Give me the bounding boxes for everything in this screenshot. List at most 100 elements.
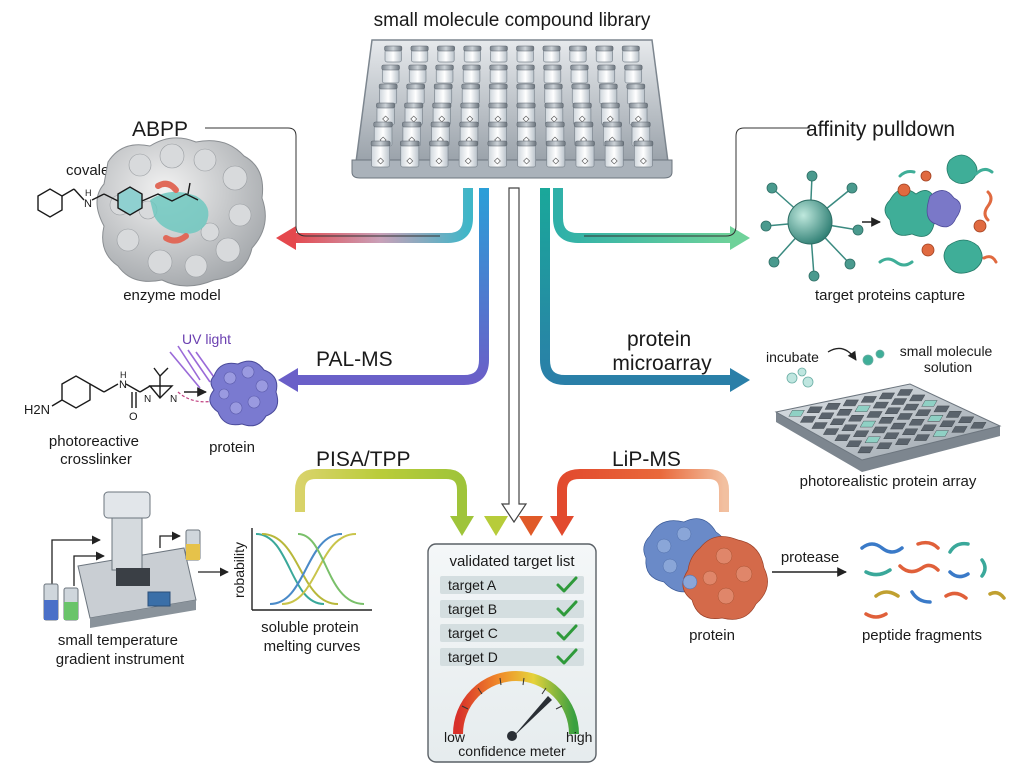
vial — [516, 45, 535, 63]
instrument-head — [103, 491, 151, 519]
vial — [399, 140, 420, 168]
abpp-leader-line — [205, 127, 440, 237]
binding-pocket-red — [155, 180, 189, 244]
crosslinker-molecule — [51, 367, 174, 409]
array-well — [927, 415, 944, 422]
vial — [624, 64, 643, 84]
target-row: target A — [440, 576, 584, 594]
vial — [489, 45, 508, 63]
array-well — [933, 405, 950, 413]
vial — [543, 83, 563, 105]
array-well — [958, 416, 975, 424]
abpp-title: ABPP — [132, 118, 188, 141]
vial — [381, 64, 400, 84]
lipms-protein-label: protein — [689, 627, 735, 644]
affinity-section: affinity pulldown — [760, 118, 998, 304]
abpp-arrow — [292, 188, 473, 243]
vial — [489, 64, 508, 84]
vial — [516, 102, 536, 126]
meter-needle — [512, 696, 552, 738]
melting-curves — [255, 533, 365, 605]
abpp-section: ABPP covalent N H enzyme model — [37, 118, 266, 304]
abpp-arrowhead — [276, 226, 296, 250]
vial — [404, 102, 424, 126]
check-icon — [556, 648, 578, 665]
target-row-bg — [440, 624, 584, 642]
array-well — [836, 409, 853, 416]
vial — [628, 102, 648, 126]
solution-label: small molecule solution — [900, 343, 996, 375]
array-well — [913, 434, 930, 441]
lipms-arrowhead — [550, 516, 574, 536]
instrument-heat-block — [116, 568, 150, 586]
binding-pocket — [150, 191, 209, 234]
affinity-arrowhead — [730, 226, 750, 250]
array-well — [829, 418, 846, 426]
vial — [463, 45, 482, 63]
array-slab-side — [776, 412, 1000, 472]
array-well — [800, 416, 817, 423]
melting-curves-plot: robability — [231, 528, 372, 611]
meter-high-label: high — [566, 729, 592, 745]
compound-library-tray — [351, 39, 673, 179]
meter-low-label: low — [444, 729, 466, 745]
pisa-arrow — [295, 469, 467, 518]
instrument-line2: gradient instrument — [56, 651, 185, 668]
array-well — [859, 420, 876, 428]
array-well — [895, 438, 912, 445]
vial — [569, 45, 587, 63]
urea-n-label: N — [119, 379, 127, 391]
instrument-input-arrows — [51, 531, 229, 592]
array-well — [871, 426, 888, 434]
vial — [410, 45, 429, 63]
plot-y-label: robability — [231, 542, 247, 598]
palms-arrow — [296, 188, 489, 385]
array-well — [788, 410, 805, 417]
lipms-section: LiP-MS protease protein pep — [612, 448, 1006, 644]
palms-protein-label: protein — [209, 439, 255, 456]
uv-light-label: UV light — [182, 331, 231, 347]
fragments-label: peptide fragments — [862, 627, 982, 644]
array-well — [945, 411, 962, 418]
vial — [432, 102, 452, 126]
array-well — [845, 440, 863, 447]
incubate-curve-arrow — [827, 347, 857, 361]
array-well — [842, 399, 859, 407]
vial — [487, 140, 508, 168]
crosslinker-line1: photoreactive — [49, 433, 139, 450]
carbonyl-o-label: O — [129, 411, 138, 423]
affinity-leader-line — [584, 127, 810, 237]
page-title: small molecule compound library — [374, 10, 651, 31]
vial — [488, 102, 508, 126]
array-well — [876, 442, 893, 449]
target-row-bg — [440, 600, 584, 618]
vial — [406, 83, 425, 105]
lipms-title: LiP-MS — [612, 448, 681, 471]
incubate-label: incubate — [766, 349, 819, 365]
diazirine-n2: N — [170, 394, 177, 405]
instrument-label: small temperature gradient instrument — [56, 632, 185, 668]
vial — [570, 64, 589, 84]
vial — [435, 64, 454, 84]
pisa-section: PISA/TPP robability — [43, 448, 411, 668]
array-well — [951, 426, 968, 433]
array-well — [903, 403, 920, 411]
crosslinker-label: photoreactive crosslinker — [49, 433, 143, 468]
vial — [595, 45, 614, 63]
solution-line1: small molecule — [900, 343, 993, 359]
vial — [621, 45, 640, 63]
affinity-arrow — [553, 188, 732, 243]
vial — [516, 83, 536, 105]
vial — [462, 64, 481, 84]
array-well — [970, 422, 987, 429]
array-well — [884, 407, 901, 414]
bead-ligands — [760, 170, 864, 282]
array-well — [853, 430, 870, 438]
microarray-arrow — [540, 188, 732, 385]
array-well — [932, 430, 949, 437]
vial — [543, 64, 562, 84]
vial — [542, 45, 561, 63]
target-label: target B — [448, 601, 497, 617]
affinity-bead — [787, 199, 833, 245]
